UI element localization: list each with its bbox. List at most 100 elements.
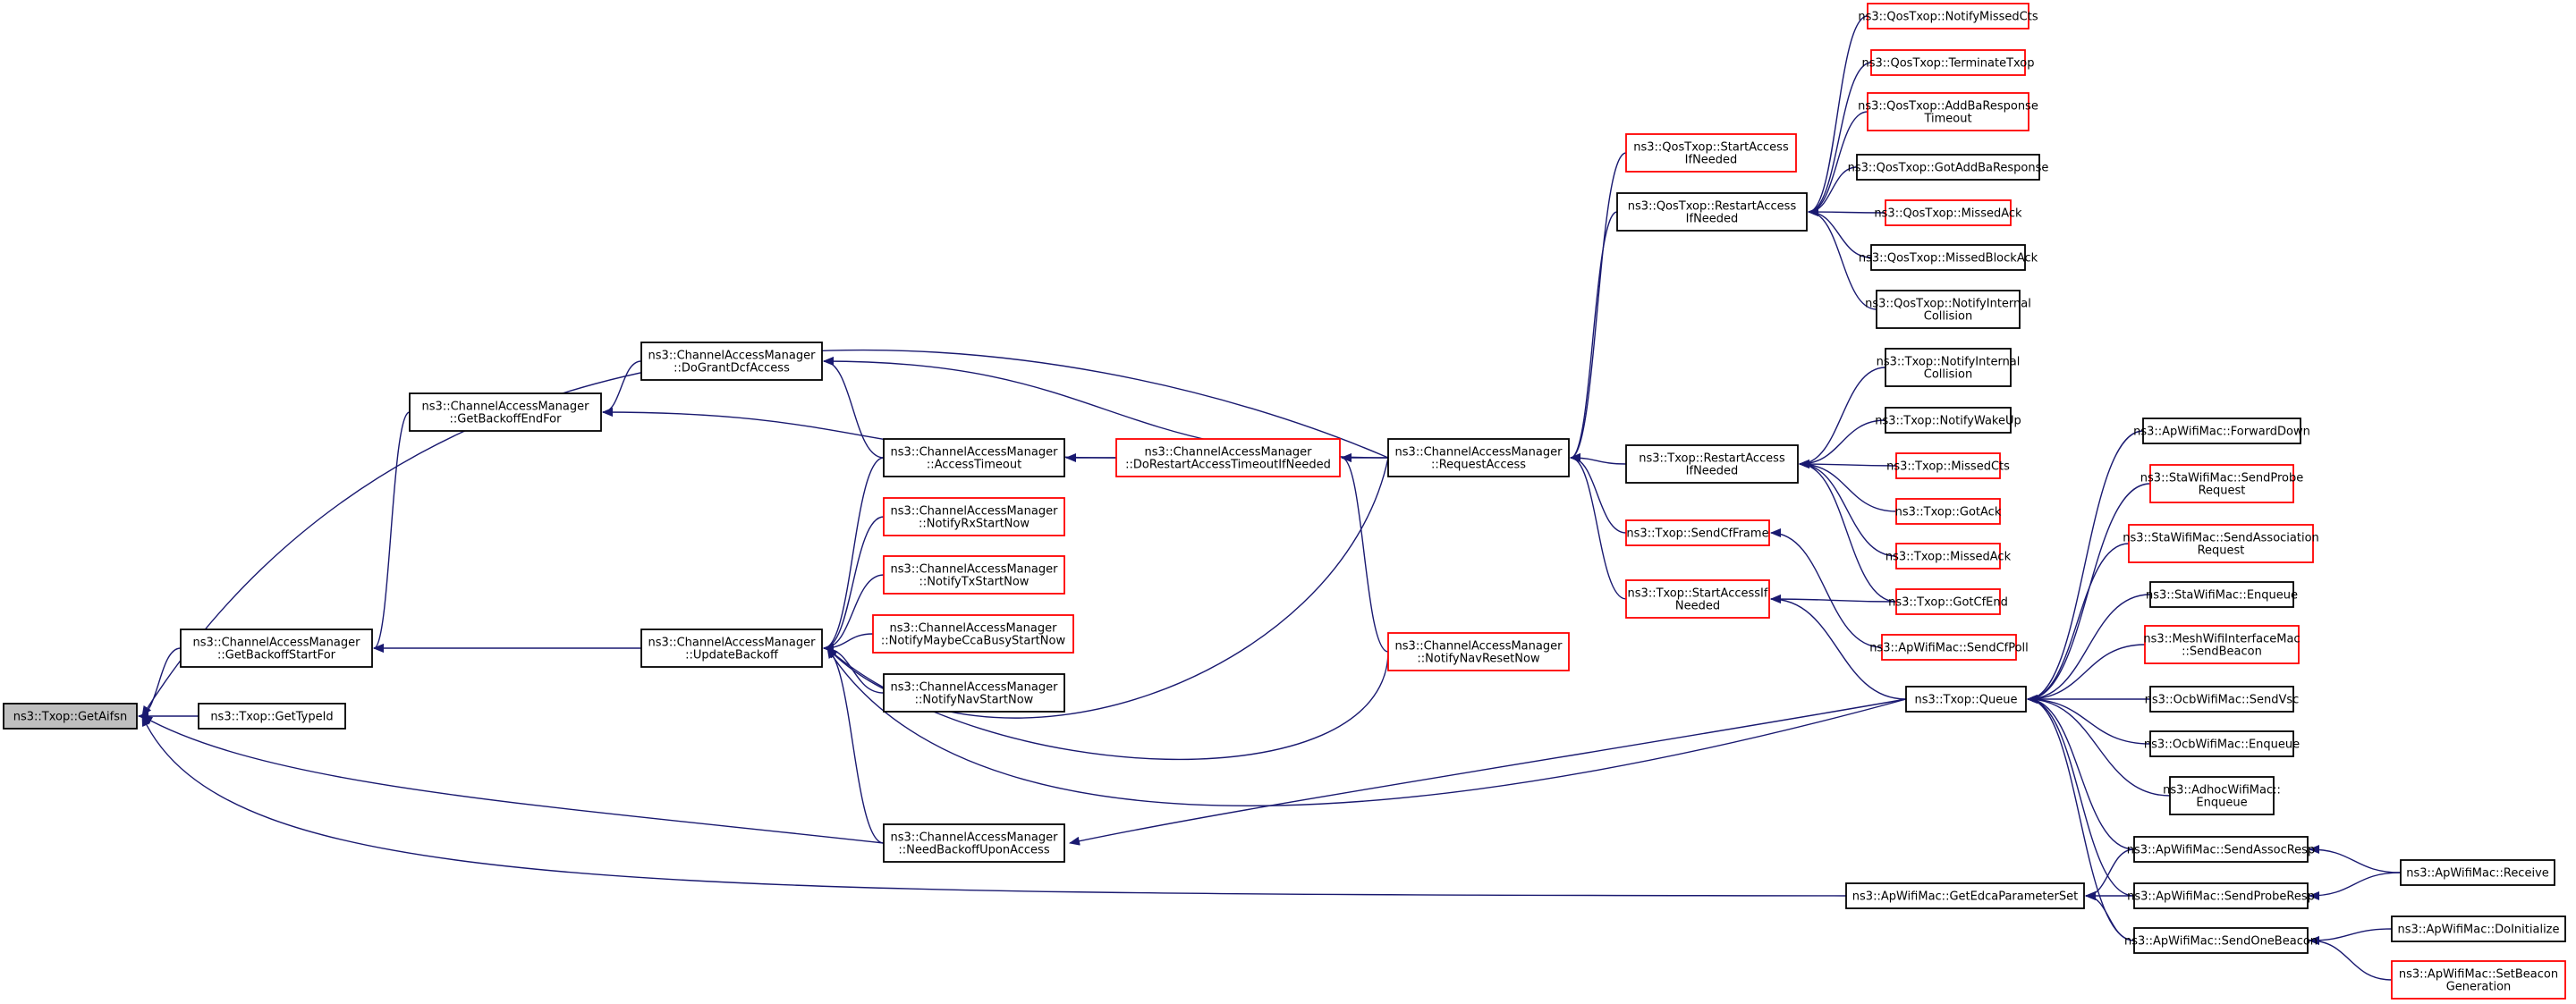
node-txop_missedcts[interactable]: ns3::Txop::MissedCts xyxy=(1886,452,2010,479)
node-label: ::DoRestartAccessTimeoutIfNeeded xyxy=(1125,459,1331,472)
node-label: ns3::QosTxop::NotifyMissedCts xyxy=(1858,11,2038,24)
call-edge-sta_sendassoc-to-txop_queue xyxy=(2027,543,2130,704)
node-label: ns3::ApWifiMac::ForwardDown xyxy=(2133,426,2310,439)
node-qos_notifymissedcts[interactable]: ns3::QosTxop::NotifyMissedCts xyxy=(1858,3,2038,30)
call-edge-txop_missedcts-to-txop_restartaccess xyxy=(1799,460,1897,469)
node-getbackoffendfor[interactable]: ns3::ChannelAccessManager::GetBackoffEnd… xyxy=(409,392,602,432)
call-edge-txop_queue-to-updatebackoff xyxy=(826,647,1907,807)
node-box xyxy=(2400,859,2555,886)
node-needbackoff[interactable]: ns3::ChannelAccessManager::NeedBackoffUp… xyxy=(883,823,1065,863)
node-ocb_enqueue[interactable]: ns3::OcbWifiMac::Enqueue xyxy=(2144,730,2300,757)
node-dograntdcfaccess[interactable]: ns3::ChannelAccessManager::DoGrantDcfAcc… xyxy=(640,342,823,381)
node-label: ::NotifyNavStartNow xyxy=(915,694,1034,707)
node-label: ns3::QosTxop::StartAccess xyxy=(1633,141,1789,155)
node-ap_receive[interactable]: ns3::ApWifiMac::Receive xyxy=(2400,859,2555,886)
node-ap_sendcfpoll[interactable]: ns3::ApWifiMac::SendCfPoll xyxy=(1869,634,2029,661)
node-gettypeid[interactable]: ns3::Txop::GetTypeId xyxy=(198,703,346,730)
node-label: Enqueue xyxy=(2196,797,2247,810)
node-qos_gotaddba[interactable]: ns3::QosTxop::GotAddBaResponse xyxy=(1848,154,2049,181)
node-label: ns3::ChannelAccessManager xyxy=(890,622,1058,636)
node-box xyxy=(2142,418,2301,444)
node-notifynavstartnow[interactable]: ns3::ChannelAccessManager::NotifyNavStar… xyxy=(883,673,1065,713)
node-ap_doinitialize[interactable]: ns3::ApWifiMac::DoInitialize xyxy=(2391,915,2566,942)
node-label: ns3::Txop::GetAifsn xyxy=(13,711,128,724)
node-label: ns3::AdhocWifiMac:: xyxy=(2163,784,2281,797)
node-label: ns3::ChannelAccessManager xyxy=(1395,446,1563,460)
node-txop_sendcfframe[interactable]: ns3::Txop::SendCfFrame xyxy=(1625,519,1770,546)
node-box xyxy=(640,342,823,381)
call-edge-qos_missedblockack-to-qos_restartaccess xyxy=(1808,207,1872,258)
node-getbackoffstartfor[interactable]: ns3::ChannelAccessManager::GetBackoffSta… xyxy=(180,629,373,668)
call-edge-dograntdcfaccess-to-getbackoffendfor xyxy=(602,360,642,417)
node-box xyxy=(1895,452,2001,479)
node-ap_getedca[interactable]: ns3::ApWifiMac::GetEdcaParameterSet xyxy=(1845,882,2085,909)
call-edge-ap_sendassocresp-to-txop_queue xyxy=(2027,695,2135,850)
node-ap_sendonebeacon[interactable]: ns3::ApWifiMac::SendOneBeacon xyxy=(2124,927,2318,954)
node-label: IfNeeded xyxy=(1686,465,1739,478)
node-box xyxy=(1625,579,1770,619)
node-sta_enqueue[interactable]: ns3::StaWifiMac::Enqueue xyxy=(2146,581,2298,608)
node-txop_gotack[interactable]: ns3::Txop::GotAck xyxy=(1895,498,2002,525)
node-label: ns3::StaWifiMac::SendAssociation xyxy=(2123,532,2319,545)
node-requestaccess[interactable]: ns3::ChannelAccessManager::RequestAccess xyxy=(1387,438,1570,477)
node-getaifsn[interactable]: ns3::Txop::GetAifsn xyxy=(3,703,138,730)
node-box xyxy=(2149,581,2294,608)
node-qos_missedblockack[interactable]: ns3::QosTxop::MissedBlockAck xyxy=(1859,244,2038,271)
node-label: ns3::QosTxop::MissedBlockAck xyxy=(1859,252,2038,266)
node-updatebackoff[interactable]: ns3::ChannelAccessManager::UpdateBackoff xyxy=(640,629,823,668)
node-adhoc_enqueue[interactable]: ns3::AdhocWifiMac::Enqueue xyxy=(2163,776,2281,815)
node-box xyxy=(1881,634,2017,661)
node-txop_missedack[interactable]: ns3::Txop::MissedAck xyxy=(1885,543,2012,569)
call-edge-txop_gotcfend-to-txop_restartaccess xyxy=(1799,460,1897,603)
call-edge-txop_gotcfend-to-txop_startaccess xyxy=(1770,595,1897,604)
node-txop_queue[interactable]: ns3::Txop::Queue xyxy=(1905,686,2027,713)
node-txop_gotcfend[interactable]: ns3::Txop::GotCfEnd xyxy=(1888,588,2008,615)
call-edge-txop_notifyinternal-to-txop_restartaccess xyxy=(1799,367,1886,468)
node-box xyxy=(872,614,1074,654)
node-label: ns3::ChannelAccessManager xyxy=(1395,640,1563,654)
node-mesh_sendbeacon[interactable]: ns3::MeshWifiInterfaceMac::SendBeacon xyxy=(2143,625,2301,664)
node-notifymaybecca[interactable]: ns3::ChannelAccessManager::NotifyMaybeCc… xyxy=(872,614,1074,654)
node-label: ns3::ChannelAccessManager xyxy=(891,831,1059,845)
node-box xyxy=(1895,498,2001,525)
node-label: ns3::Txop::GetTypeId xyxy=(210,711,333,724)
node-label: ns3::QosTxop::NotifyInternal xyxy=(1865,298,2031,311)
node-ap_sendassocresp[interactable]: ns3::ApWifiMac::SendAssocResp xyxy=(2127,836,2315,863)
node-txop_notifywakeup[interactable]: ns3::Txop::NotifyWakeUp xyxy=(1875,407,2021,434)
node-label: ns3::ChannelAccessManager xyxy=(193,637,361,650)
node-label: ns3::Txop::MissedCts xyxy=(1886,460,2010,474)
node-accesstimeout[interactable]: ns3::ChannelAccessManager::AccessTimeout xyxy=(883,438,1065,477)
node-label: ::DoGrantDcfAccess xyxy=(674,362,790,375)
node-box xyxy=(1867,92,2029,131)
node-notifyrxstartnow[interactable]: ns3::ChannelAccessManager::NotifyRxStart… xyxy=(883,497,1065,536)
node-box xyxy=(1870,244,2026,271)
node-label: ns3::Txop::NotifyInternal xyxy=(1877,356,2021,369)
node-box xyxy=(883,823,1065,863)
node-qos_terminatetxop[interactable]: ns3::QosTxop::TerminateTxop xyxy=(1861,49,2035,76)
node-box xyxy=(1616,192,1808,232)
node-qos_missedack[interactable]: ns3::QosTxop::MissedAck xyxy=(1874,199,2022,226)
node-label: ns3::Txop::MissedAck xyxy=(1885,551,2012,564)
node-label: Collision xyxy=(1924,368,1972,382)
node-notifytxstartnow[interactable]: ns3::ChannelAccessManager::NotifyTxStart… xyxy=(883,555,1065,595)
call-edge-txop_missedack-to-txop_restartaccess xyxy=(1799,460,1897,557)
call-edge-ap_receive-to-ap_sendassocresp xyxy=(2309,845,2402,873)
node-ap_forwarddown[interactable]: ns3::ApWifiMac::ForwardDown xyxy=(2133,418,2310,444)
call-edge-qos_terminatetxop-to-qos_restartaccess xyxy=(1808,62,1872,216)
node-ap_sendproberesp[interactable]: ns3::ApWifiMac::SendProbeResp xyxy=(2127,882,2315,909)
node-notifynavreset[interactable]: ns3::ChannelAccessManager::NotifyNavRese… xyxy=(1387,632,1570,671)
node-ocb_sendvsc[interactable]: ns3::OcbWifiMac::SendVsc xyxy=(2145,686,2300,713)
node-dorestart[interactable]: ns3::ChannelAccessManager::DoRestartAcce… xyxy=(1115,438,1341,477)
call-edge-qos_notifymissedcts-to-qos_restartaccess xyxy=(1808,15,1868,216)
node-label: ns3::ApWifiMac::SetBeacon xyxy=(2399,968,2558,982)
